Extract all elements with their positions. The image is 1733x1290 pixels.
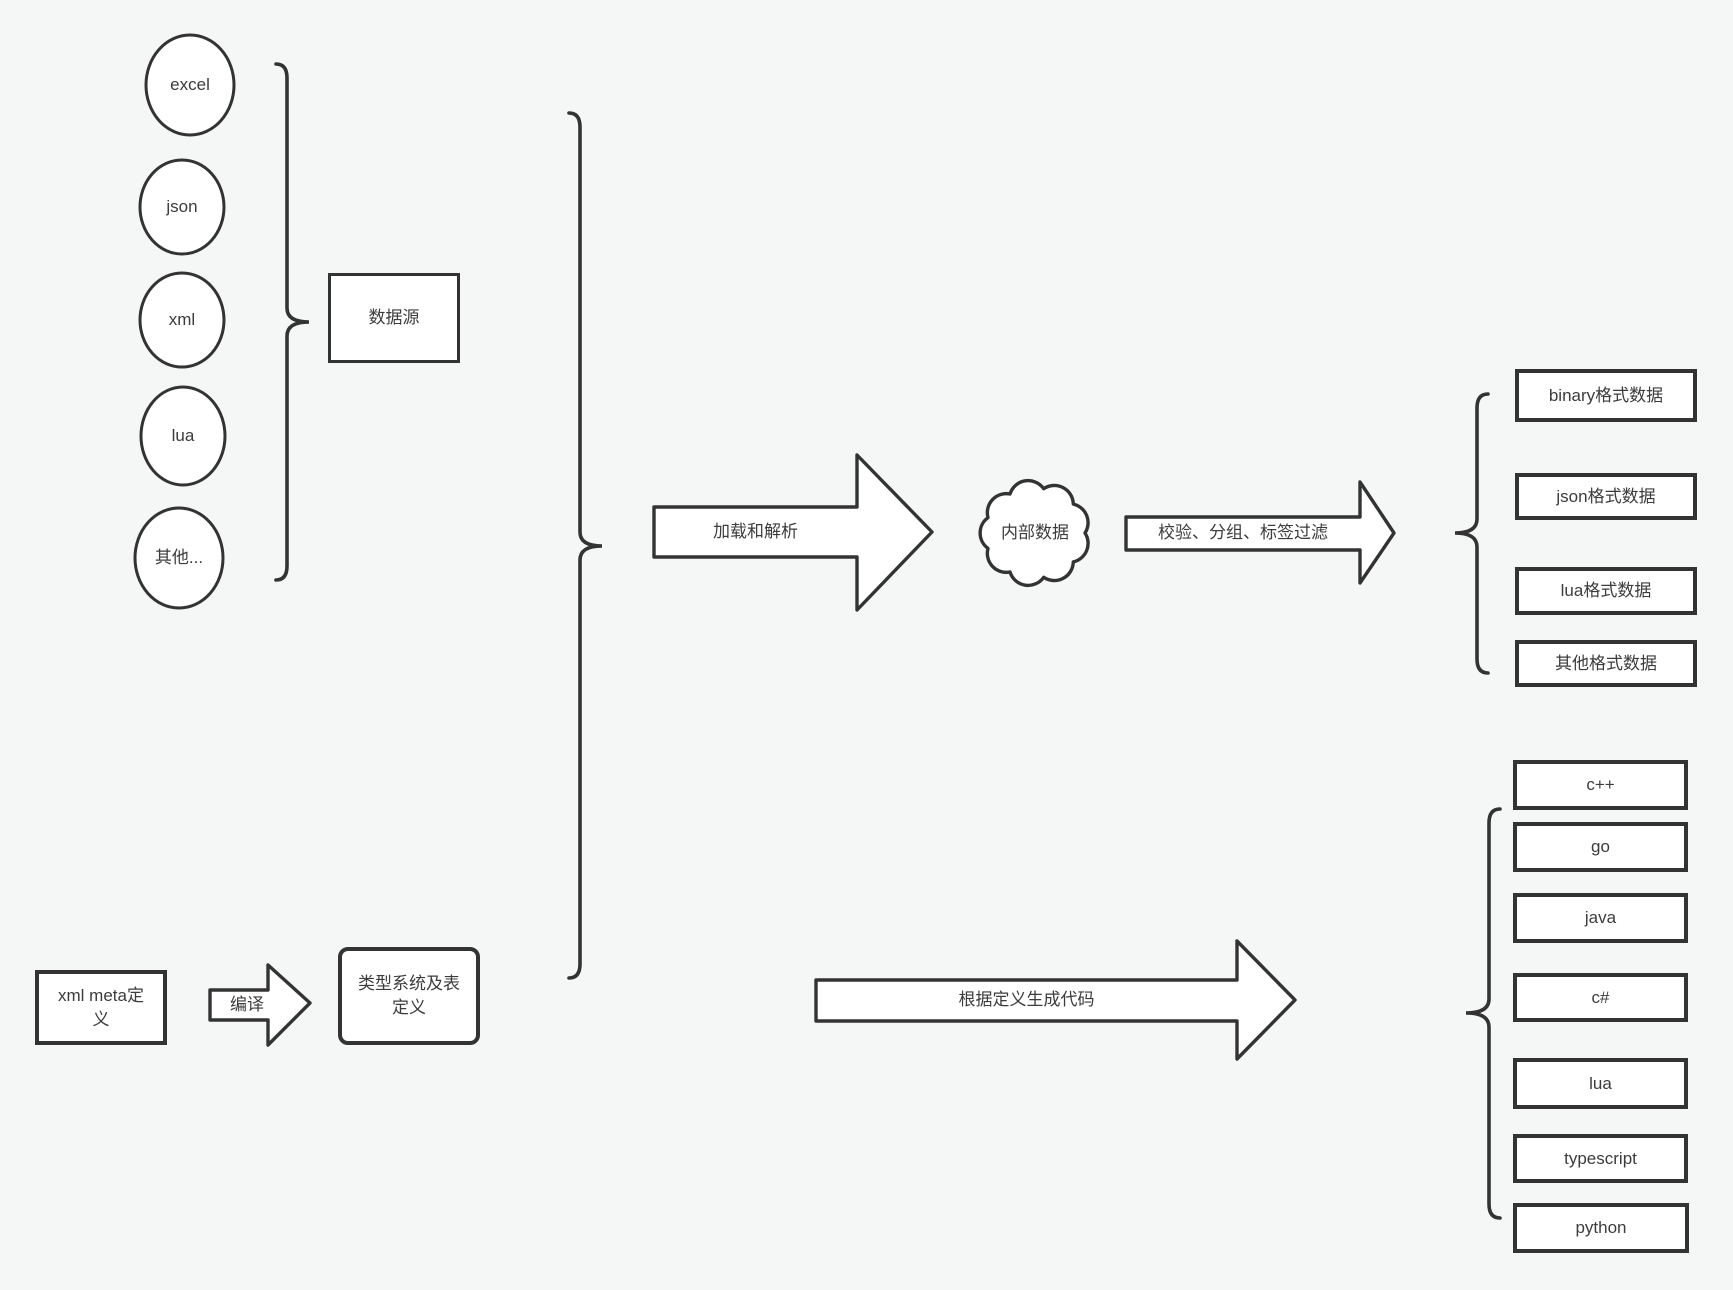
source-label-lua: lua	[171, 425, 195, 445]
type-system-box: 类型系统及表定义	[338, 947, 480, 1045]
arrow-compile	[208, 963, 312, 1047]
source-label-other: 其他...	[154, 547, 204, 567]
arrow-filter	[1124, 480, 1396, 585]
arrow-codegen-label: 根据定义生成代码	[958, 990, 1095, 1010]
format-box-json: json格式数据	[1515, 473, 1697, 520]
format-box-lua: lua格式数据	[1515, 567, 1697, 615]
source-ellipse-excel	[144, 33, 236, 137]
cloud-internal-data-label: 内部数据	[1001, 522, 1069, 542]
source-ellipse-json	[138, 158, 226, 256]
source-ellipse-lua	[139, 385, 227, 487]
language-box-csharp: c#	[1513, 973, 1688, 1022]
source-label-xml: xml	[168, 309, 196, 329]
xml-meta-box: xml meta定义	[35, 970, 167, 1045]
arrow-filter-label: 校验、分组、标签过滤	[1158, 522, 1328, 542]
source-ellipse-other	[133, 506, 225, 610]
format-box-other: 其他格式数据	[1515, 640, 1697, 687]
format-box-binary: binary格式数据	[1515, 369, 1697, 422]
brace-data-sources	[274, 62, 310, 582]
language-box-cpp: c++	[1513, 760, 1688, 810]
source-label-json: json	[166, 196, 198, 216]
language-box-typescript: typescript	[1513, 1134, 1688, 1183]
cloud-internal-data	[978, 478, 1090, 588]
language-box-go: go	[1513, 822, 1688, 872]
language-box-lua: lua	[1513, 1058, 1688, 1109]
source-label-excel: excel	[170, 74, 210, 94]
arrow-load-parse	[652, 453, 934, 612]
language-box-python: python	[1513, 1203, 1689, 1253]
brace-data-formats	[1454, 392, 1490, 675]
brace-languages	[1465, 807, 1502, 1220]
brace-main-input	[567, 111, 603, 980]
data-source-group-box: 数据源	[328, 273, 460, 363]
arrow-load-parse-label: 加载和解析	[713, 521, 798, 541]
arrow-codegen	[814, 939, 1297, 1061]
arrow-compile-label: 编译	[230, 994, 264, 1014]
source-ellipse-xml	[138, 271, 226, 369]
language-box-java: java	[1513, 893, 1688, 943]
